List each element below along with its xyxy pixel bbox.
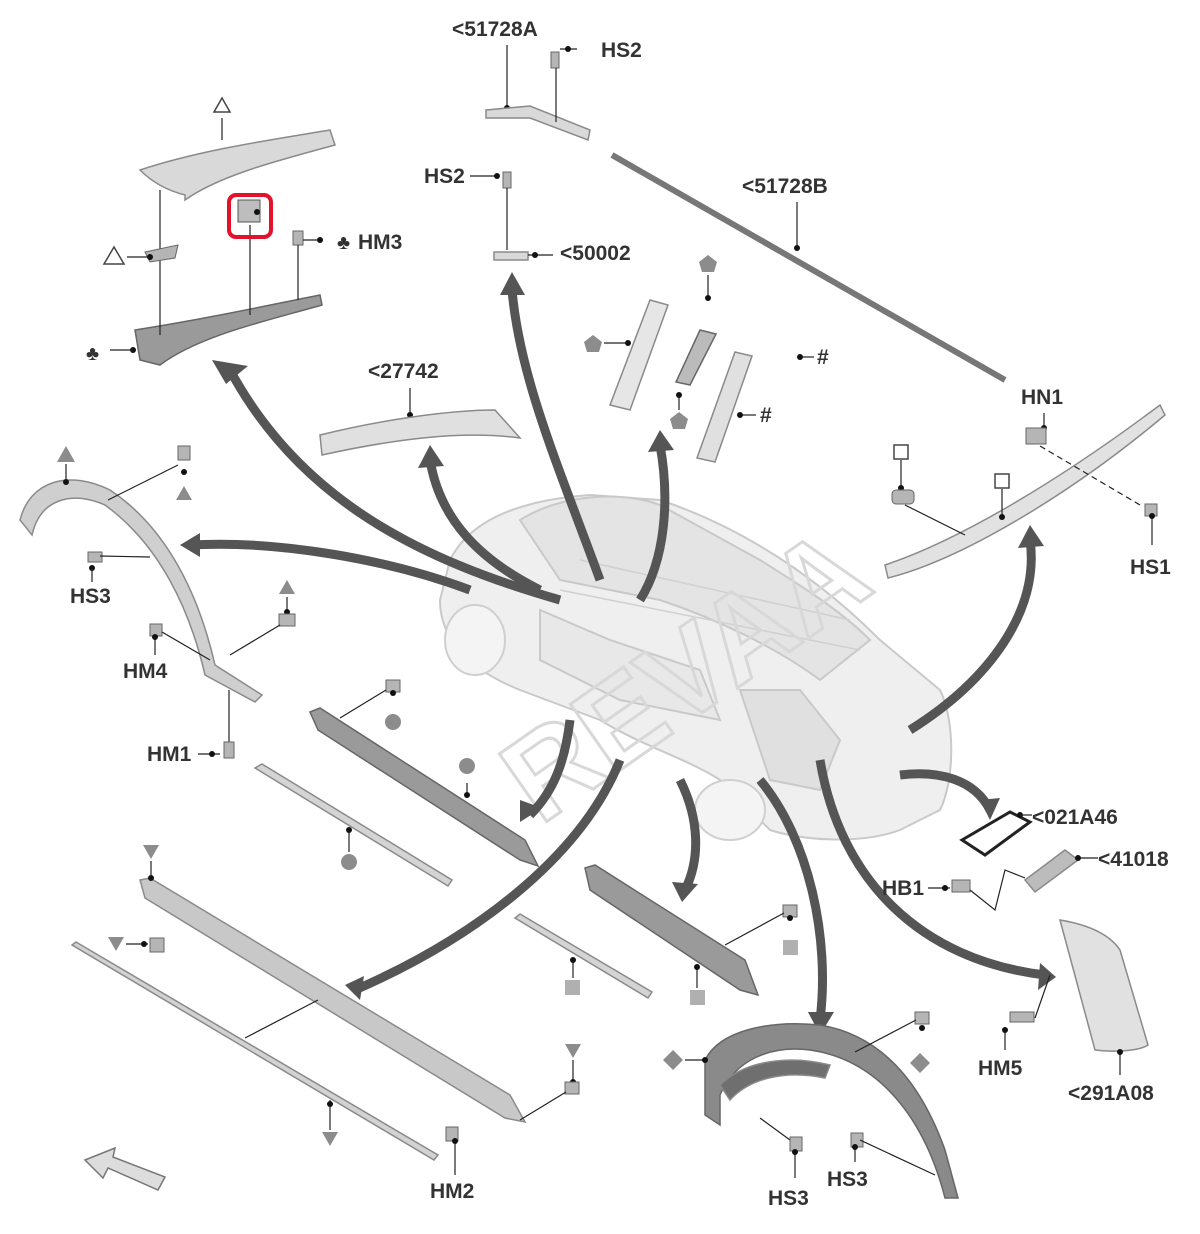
roof-moulding-group: <51728A HS2 <51728B HS2 <50002 <box>424 18 1007 383</box>
triangle-down-symbol-3 <box>322 1132 338 1146</box>
label-41018: <41018 <box>1098 848 1169 871</box>
circle-symbol-1 <box>385 714 401 730</box>
arrow-front-arch <box>189 539 472 595</box>
part-a-pillar-lower <box>134 294 323 366</box>
arrow-a-pillar <box>226 367 562 605</box>
part-rear-door-strip <box>513 913 654 1000</box>
label-hs3-right: HS3 <box>827 1168 868 1191</box>
liftgate-group: HN1 HS1 <box>884 386 1171 579</box>
square-symbol-2 <box>690 990 705 1005</box>
highlight-box <box>227 193 273 239</box>
rear-quarter-group: HM5 <291A08 <box>978 919 1154 1105</box>
part-291A08 <box>1058 919 1149 1052</box>
triangle-symbol-left-bottom <box>279 580 295 594</box>
part-front-arch <box>19 479 264 703</box>
pentagon-symbol-left <box>584 335 602 352</box>
part-51728A <box>485 105 591 142</box>
part-rear-door-moulding <box>584 864 760 997</box>
pentagon-symbol-bottom <box>670 412 688 429</box>
label-51728A: <51728A <box>452 18 538 41</box>
front-wheel-arch-group: HS3 HM4 HM1 <box>19 445 296 766</box>
label-hm3: HM3 <box>358 231 402 254</box>
label-hm4: HM4 <box>123 660 168 683</box>
circle-symbol-2 <box>459 758 475 774</box>
label-hm5: HM5 <box>978 1057 1023 1080</box>
symbol-hash-1: # <box>817 346 829 369</box>
part-b-pillar-front <box>608 299 669 411</box>
part-021A46-gasket <box>959 810 1033 857</box>
arrow-291A08 <box>815 759 1046 980</box>
vehicle-body <box>438 493 953 841</box>
part-front-door-moulding <box>308 707 540 868</box>
part-liftgate-moulding <box>884 403 1166 579</box>
label-51728B: <51728B <box>742 175 828 198</box>
rocker-group: HM2 <box>70 845 581 1203</box>
lamp-group: <021A46 <41018 HB1 <box>882 806 1169 912</box>
club-symbol-left: ♣ <box>86 343 99 365</box>
triangle-down-symbol-4 <box>565 1044 581 1058</box>
label-hm2: HM2 <box>430 1180 474 1203</box>
part-rocker-panel <box>139 877 527 1124</box>
label-hn1: HN1 <box>1021 386 1063 409</box>
windshield-strip-group: <27742 <box>319 360 522 456</box>
club-symbol-hm3: ♣ <box>337 232 350 254</box>
square-symbol-3 <box>783 940 798 955</box>
callout-arrows <box>180 272 1056 1035</box>
part-41018-lamp <box>1023 849 1080 894</box>
pentagon-symbol-top <box>699 255 717 272</box>
part-b-pillar-rear <box>696 351 753 463</box>
triangle-down-symbol-1 <box>143 845 159 859</box>
label-021A46: <021A46 <box>1032 806 1118 829</box>
arrow-27742 <box>425 459 543 595</box>
arrow-b-pillar <box>636 444 670 603</box>
b-pillar-group: # # <box>584 255 829 463</box>
symbol-hash-2: # <box>760 404 772 427</box>
label-hs2-mid: HS2 <box>424 165 465 188</box>
triangle-outline-symbol <box>212 96 232 113</box>
front-direction-arrow-icon <box>83 1146 167 1191</box>
part-front-door-strip <box>253 763 454 888</box>
square-symbol-1 <box>565 980 580 995</box>
rear-door-group <box>513 864 798 1005</box>
circle-symbol-3 <box>341 854 357 870</box>
label-hs2-top: HS2 <box>601 39 642 62</box>
triangle-symbol-left-mid <box>176 486 192 500</box>
arrow-liftgate <box>907 539 1036 734</box>
square-outline-symbol-right <box>994 473 1010 489</box>
label-hm1: HM1 <box>147 743 192 766</box>
square-outline-symbol-left <box>893 444 909 460</box>
label-hs1: HS1 <box>1130 556 1171 579</box>
triangle-down-symbol-2 <box>108 937 124 951</box>
arrow-rear-arch <box>756 777 827 1021</box>
arrow-rocker <box>353 758 625 995</box>
part-a-pillar-upper <box>138 129 336 202</box>
part-rear-arch <box>704 1023 959 1199</box>
front-door-group <box>253 679 540 888</box>
triangle-symbol-left-top <box>57 446 75 462</box>
diamond-symbol-right <box>910 1053 930 1073</box>
a-pillar-group: ♣ ♣ HM3 <box>86 96 402 366</box>
rear-wheel-arch-group: HS3 HS3 <box>663 1011 959 1210</box>
label-hs3-bottom: HS3 <box>768 1187 809 1210</box>
label-hb1: HB1 <box>882 877 924 900</box>
arrow-rear-door <box>675 777 701 893</box>
label-50002: <50002 <box>560 242 631 265</box>
diamond-symbol-left <box>663 1050 683 1070</box>
arrow-roof-front <box>507 289 605 582</box>
label-hs3-left: HS3 <box>70 585 111 608</box>
label-291A08: <291A08 <box>1068 1082 1154 1105</box>
label-27742: <27742 <box>368 360 439 383</box>
part-rocker-strip <box>70 941 440 1161</box>
part-27742 <box>319 409 522 456</box>
